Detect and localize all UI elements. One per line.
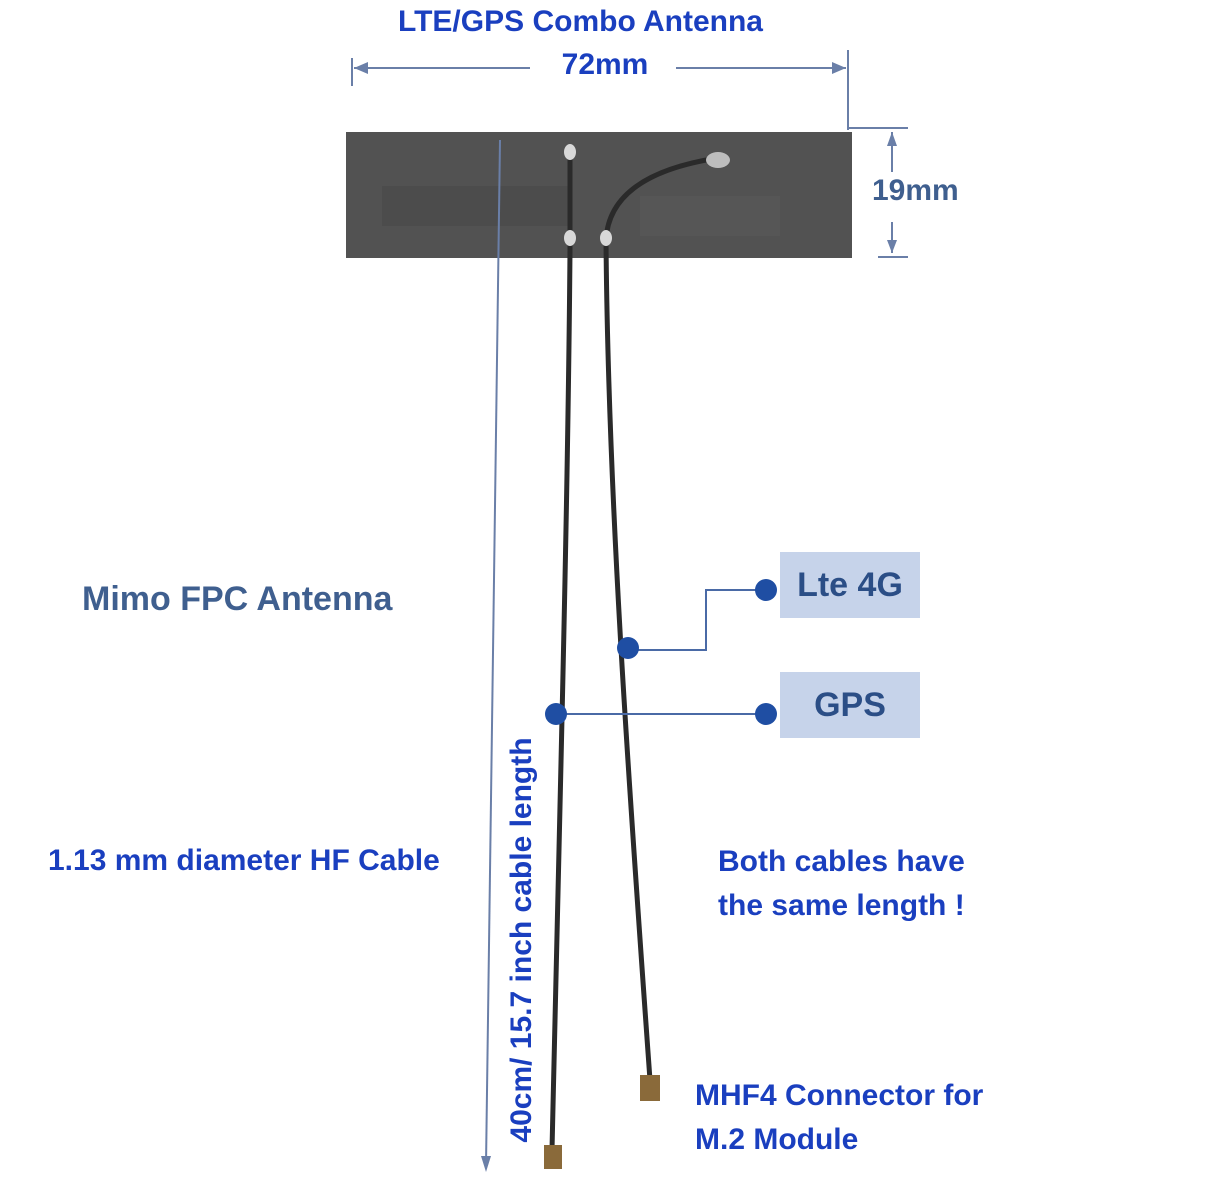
gps-tag: GPS [780, 672, 920, 738]
callouts [545, 579, 777, 725]
connector-line-2: M.2 Module [695, 1123, 859, 1156]
lte-connector-icon [640, 1075, 660, 1101]
same-length-note: Both cables have the same length ! [718, 840, 965, 928]
diagram-title: LTE/GPS Combo Antenna [398, 5, 763, 38]
gps-tag-dot [755, 703, 777, 725]
height-label: 19mm [872, 174, 959, 207]
cable-length-line [481, 139, 501, 1172]
connector-line-1: MHF4 Connector for [695, 1079, 984, 1112]
lte-cable-dot [617, 637, 639, 659]
cables [544, 144, 730, 1169]
cable-description: 1.13 mm diameter HF Cable [48, 844, 440, 877]
width-label: 72mm [561, 48, 649, 81]
lte-tag: Lte 4G [780, 552, 920, 618]
gps-cable-dot [545, 703, 567, 725]
same-length-line-2: the same length ! [718, 889, 965, 922]
width-dimension [351, 50, 849, 130]
cable-length-label: 40cm/ 15.7 inch cable length [505, 737, 538, 1143]
mimo-label: Mimo FPC Antenna [82, 580, 393, 618]
gps-connector-icon [544, 1145, 562, 1169]
fpc-antenna-pad [346, 132, 852, 258]
height-dimension [848, 127, 908, 258]
lte-tag-dot [755, 579, 777, 601]
connector-note: MHF4 Connector for M.2 Module [695, 1074, 983, 1162]
same-length-line-1: Both cables have [718, 845, 965, 878]
